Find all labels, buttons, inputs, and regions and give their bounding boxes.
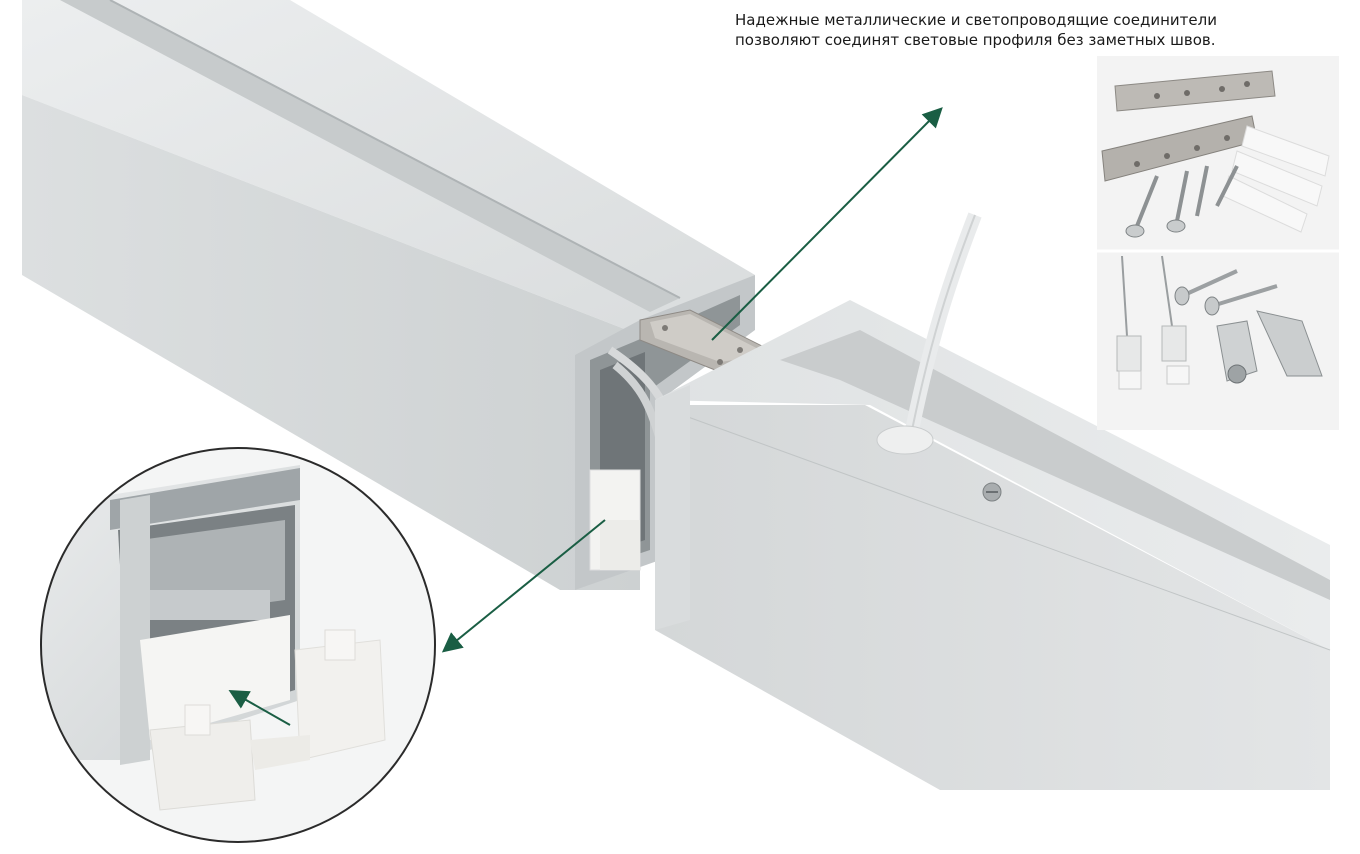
right-profile-top-face (655, 300, 1330, 650)
connector-pointer-arrow (711, 107, 943, 341)
caption-line-2: позволяют соединят световые профиля без … (735, 31, 1216, 49)
detail-inner-arrow (228, 690, 291, 726)
hardware-photo-canvas (1097, 56, 1339, 430)
screw-icon (1125, 165, 1239, 238)
detail-pointer-arrow (441, 519, 606, 653)
anchor-bolt-icon (1174, 269, 1323, 384)
connector-plate-icon (1114, 70, 1276, 112)
left-profile-groove (60, 0, 680, 312)
suspension-wire-icon (1116, 255, 1190, 390)
detail-circle (40, 447, 436, 843)
detail-clip (149, 629, 386, 811)
right-profile (654, 212, 1331, 790)
caption-text: Надежные металлические и светопроводящие… (735, 10, 1295, 50)
hardware-photo (1097, 56, 1339, 430)
left-profile-side-face (22, 95, 640, 590)
caption-line-1: Надежные металлические и светопроводящие… (735, 11, 1217, 29)
detail-diffuser (140, 615, 290, 740)
right-profile-front-face (655, 405, 1330, 790)
